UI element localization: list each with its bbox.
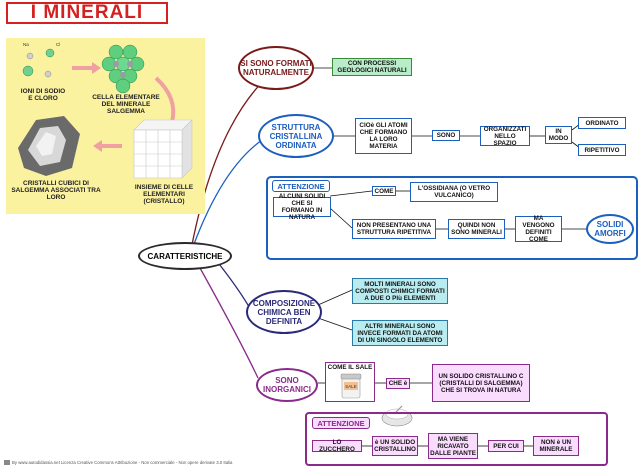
- attenzione-tag-2: ATTENZIONE: [312, 417, 370, 429]
- page-title: I MINERALI: [6, 2, 168, 24]
- box-atomi-materia: CIOè GLI ATOMI CHE FORMANO LA LORO MATER…: [355, 118, 412, 154]
- central-node: CARATTERISTICHE: [138, 242, 232, 270]
- box-solido-cristallino: UN SOLIDO CRISTALLINO C (CRISTALLI DI SA…: [432, 364, 530, 402]
- footer-text: By www.autodidassia.net Licenza Creative…: [12, 460, 233, 465]
- footer-license: By www.autodidassia.net Licenza Creative…: [4, 459, 344, 467]
- box-sono: SONO: [432, 130, 460, 141]
- ion-na-label: Na: [23, 42, 29, 47]
- box-altri-minerali: ALTRI MINERALI SONO INVECE FORMATI DA AT…: [352, 320, 448, 346]
- box-per-cui: PER CUI: [488, 440, 524, 452]
- sugar-bowl-icon: [381, 405, 413, 427]
- box-alcuni-solidi: ALCUNI SOLIDI CHE SI FORMANO IN NATURA: [273, 193, 331, 221]
- branch-sono-inorganici: SONO INORGANICI: [256, 368, 318, 402]
- box-ordinato: ORDINATO: [578, 117, 626, 129]
- box-come-1: COME: [372, 186, 396, 196]
- box-lo-zucchero: LO ZUCCHERO: [312, 439, 362, 453]
- ions-icon: [22, 48, 55, 78]
- box-come-il-sale-label: COME IL SALE: [327, 364, 373, 371]
- caption-crystals: CRISTALLI CUBICI DI SALGEMMA ASSOCIATI T…: [11, 180, 101, 201]
- box-non-minerale: NON è UN MINERALE: [533, 436, 579, 456]
- box-definiti-come: MA VENGONO DEFINITI COME: [515, 215, 562, 243]
- crystal-illustration: Na Cl: [18, 42, 193, 179]
- box-organizzati: ORGANIZZATI NELLO SPAZIO: [480, 126, 530, 147]
- illustration-panel: Na Cl IONI DI SODIO E CLORO CELLA ELEMEN…: [6, 38, 205, 214]
- box-processi-geologici: CON PROCESSI GEOLOGICI NATURALI: [332, 58, 412, 76]
- cc-icon: [4, 460, 10, 466]
- box-ossidiana: L'OSSIDIANA (O VETRO VULCANICO): [410, 182, 498, 202]
- box-molti-minerali: MOLTI MINERALI SONO COMPOSTI CHIMICI FOR…: [352, 278, 448, 304]
- box-ripetitivo: RIPETITIVO: [578, 144, 626, 156]
- caption-cell: CELLA ELEMENTARE DEL MINERALE SALGEMMA: [92, 94, 160, 115]
- crystal-cube-icon: [133, 119, 193, 179]
- box-in-modo: IN MODO: [545, 126, 572, 144]
- branch-struttura-cristallina: STRUTTURA CRISTALLINA ORDINATA: [258, 114, 334, 158]
- attenzione-frame-2: [305, 412, 608, 466]
- caption-set: INSIEME DI CELLE ELEMENTARI (CRISTALLO): [134, 184, 194, 205]
- salt-rock-icon: [18, 116, 80, 176]
- attenzione-tag-1: ATTENZIONE: [272, 180, 330, 192]
- unit-cell-icon: [101, 44, 145, 94]
- box-non-minerali: QUINDI NON SONO MINERALI: [448, 219, 505, 239]
- box-solido-cristallino-2: è UN SOLIDO CRISTALLINO: [372, 436, 418, 456]
- box-come-il-sale: COME IL SALE SALE: [325, 362, 375, 402]
- box-che-e: CHE è: [386, 378, 410, 389]
- branch-formati-naturalmente: SI SONO FORMATI NATURALMENTE: [238, 46, 314, 90]
- branch-composizione-chimica: COMPOSIZIONE CHIMICA BEN DEFINITA: [246, 290, 322, 334]
- box-non-ripetitiva: NON PRESENTANO UNA STRUTTURA RIPETITIVA: [352, 219, 436, 239]
- box-ricavato-piante: MA VIENE RICAVATO DALLE PIANTE: [428, 433, 478, 459]
- ion-cl-label: Cl: [56, 42, 60, 47]
- attenzione-frame-1: [266, 176, 638, 260]
- salt-shaker-icon: SALE: [340, 373, 362, 399]
- salt-label: SALE: [345, 384, 357, 389]
- caption-ions: IONI DI SODIO E CLORO: [20, 88, 66, 102]
- oval-solidi-amorfi: SOLIDI AMORFI: [586, 214, 634, 244]
